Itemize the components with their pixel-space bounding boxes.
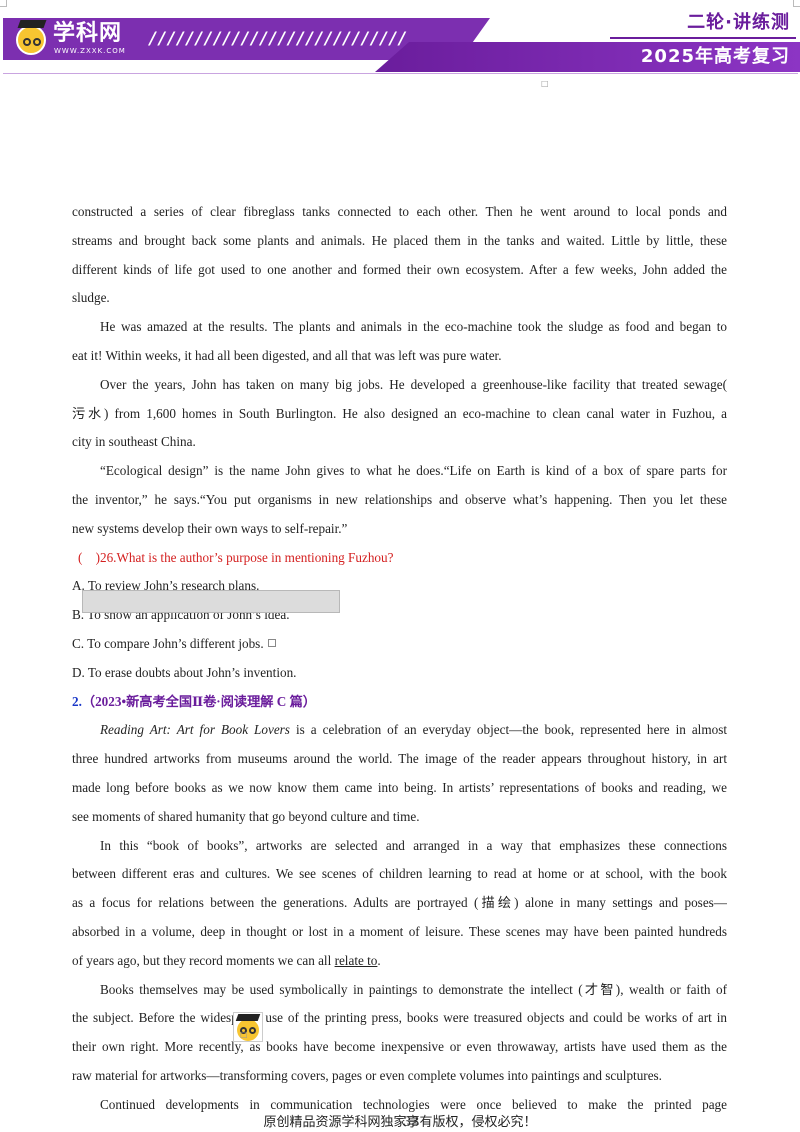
page-corner-mark [0, 0, 7, 7]
section-heading: 2.（2023•新高考全国Ⅱ卷·阅读理解 C 篇） [72, 693, 316, 709]
page-corner-mark [793, 0, 800, 7]
anchor-mark: □ [541, 79, 549, 88]
banner-band-lower [375, 42, 800, 72]
answer-option-d: D. To erase doubts about John’s inventio… [72, 664, 297, 680]
text-line: made long before books as we now know th… [72, 779, 727, 795]
text-line: see moments of shared humanity that go b… [72, 808, 420, 824]
text-line: absorbed in a volume, deep in thought or… [72, 923, 727, 939]
footer-copyright: 原创精品资源学科网独家享有版权，侵权必究！ [263, 1115, 537, 1130]
exam-year: 2023 [95, 693, 122, 709]
answer-option-a: A. To review John’s research plans. [72, 578, 260, 594]
passage-part: C [276, 693, 287, 709]
page-footer: 原创精品资源学科网独家享有版权，侵权必究！ 33 [0, 1115, 800, 1131]
answer-option-c: C. To compare John’s different jobs. [72, 630, 727, 659]
text-line: eat it! Within weeks, it had all been di… [72, 347, 502, 363]
text-line: the inventor,” he says.“You put organism… [72, 491, 727, 507]
logo-mascot-icon [16, 20, 47, 55]
text-line: different kinds of life got used to one … [72, 261, 727, 277]
mascot-watermark-icon [233, 1012, 263, 1042]
header-divider [3, 73, 798, 74]
text-line: In this “book of books”, artworks are se… [100, 837, 727, 853]
banner-stripes: //////////////////////////// [148, 29, 408, 49]
text-line: Books themselves may be used symbolicall… [100, 981, 727, 997]
series-title: 二轮·讲练测 [687, 12, 790, 33]
series-divider [610, 37, 796, 39]
text-line: their own right. More recently, as books… [72, 1039, 727, 1055]
text-line: Reading Art: Art for Book Lovers is a ce… [100, 722, 727, 738]
banner-band [3, 18, 490, 60]
checkbox-icon [267, 638, 276, 647]
book-title: Reading Art: Art for Book Lovers [100, 722, 290, 738]
text-line: city in southeast China. [72, 434, 196, 450]
text-line: Continued developments in communication … [100, 1096, 727, 1112]
logo-text: 学科网 [53, 21, 123, 46]
text-line: constructed a series of clear fibreglass… [72, 204, 727, 219]
underlined-phrase: relate to [334, 952, 378, 968]
answer-option-c-text: C. To compare John’s different jobs. [72, 635, 264, 651]
text-line: 污水) from 1,600 homes in South Burlington… [72, 405, 727, 421]
text-line: “Ecological design” is the name John giv… [100, 463, 727, 479]
anchor-mark: □ [240, 1030, 248, 1039]
text-line: Over the years, John has taken on many b… [100, 376, 727, 392]
series-subtitle: 2025年高考复习 [640, 46, 790, 67]
text-line: three hundred artworks from museums arou… [72, 751, 727, 767]
redaction-box [82, 590, 340, 613]
text-line: streams and brought back some plants and… [72, 232, 727, 248]
text-line: raw material for artworks—transforming c… [72, 1067, 662, 1083]
document-body: constructed a series of clear fibreglass… [72, 198, 727, 1120]
text-line: He was amazed at the results. The plants… [100, 319, 727, 335]
logo-url: WWW.ZXXK.COM [54, 47, 126, 55]
text-line: sludge. [72, 290, 110, 306]
text-line: between different eras and cultures. We … [72, 866, 727, 882]
text-line: of years ago, but they record moments we… [72, 952, 381, 968]
text-line: as a focus for relations between the gen… [72, 895, 727, 911]
section-number: 2. [72, 693, 82, 709]
text-line: new systems develop their own ways to se… [72, 520, 348, 536]
header-banner: 学科网 WWW.ZXXK.COM ///////////////////////… [0, 10, 800, 74]
text-line: the subject. Before the widespread use o… [72, 1010, 727, 1026]
page-number: 33 [403, 1115, 420, 1130]
question-stem: ( )26.What is the author’s purpose in me… [78, 549, 394, 565]
